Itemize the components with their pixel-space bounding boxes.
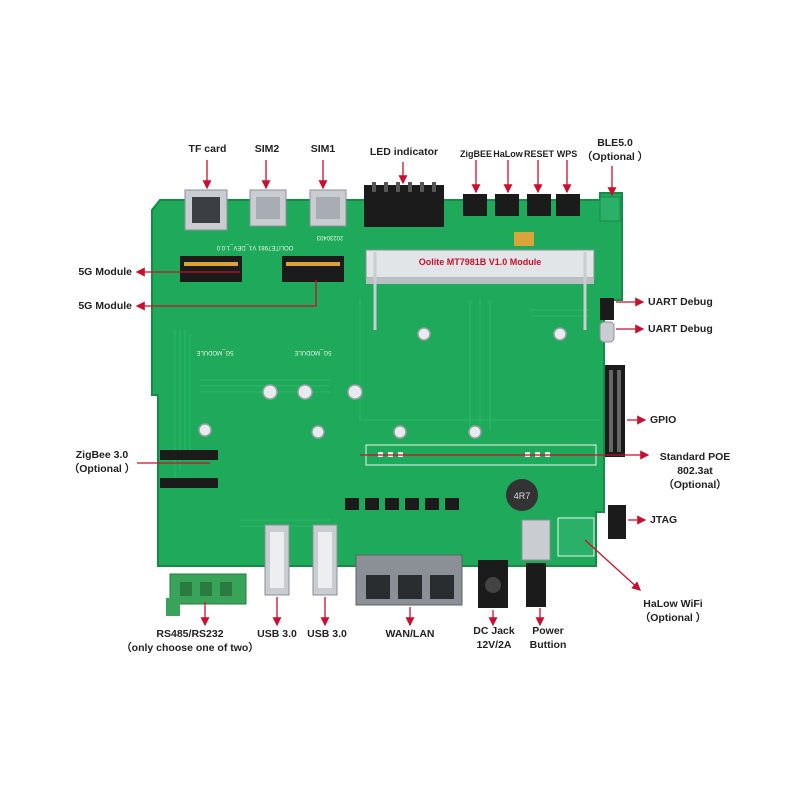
label-zigbee30-line1: ZigBee 3.0	[75, 449, 129, 461]
label-poe-line2: 802.3at	[677, 465, 713, 477]
label-led-indicator: LED indicator	[369, 146, 439, 158]
sim2-slot	[249, 189, 287, 227]
zigbee-header	[160, 450, 218, 488]
label-wps-button: WPS	[556, 149, 578, 159]
label-sim2: SIM2	[254, 143, 280, 155]
tf-card-slot	[184, 189, 228, 231]
label-power-button-line2: Buttion	[529, 639, 567, 651]
label-ble: BLE5.0 （Optional ）	[580, 136, 650, 164]
zigbee-button	[463, 194, 487, 216]
label-poe-line1: Standard POE	[659, 451, 731, 463]
label-dc-jack-line1: DC Jack	[473, 625, 515, 637]
label-power-button-line1: Power	[532, 625, 564, 637]
label-rs485-line2: （only choose one of two）	[121, 642, 259, 654]
jtag-header	[608, 505, 626, 539]
fiveg-slot-right	[282, 256, 344, 282]
slot-right-silk: 5G_MODULE	[294, 349, 331, 355]
label-uart-debug-2: UART Debug	[648, 323, 713, 335]
gpio-header	[605, 365, 625, 457]
board-date-silk: 20230403	[316, 234, 343, 240]
label-5g-module-1: 5G Module	[78, 266, 132, 278]
label-jtag: JTAG	[650, 514, 678, 526]
halow-module	[557, 517, 595, 557]
uart-usb-c	[599, 321, 615, 343]
rs485-terminal-block	[166, 573, 247, 616]
label-ble-line2: （Optional ）	[581, 151, 649, 163]
label-poe-line3: （Optional）	[663, 479, 727, 491]
label-poe: Standard POE 802.3at （Optional）	[650, 450, 740, 492]
label-dc-jack: DC Jack 12V/2A	[466, 624, 522, 652]
label-tf-card: TF card	[188, 143, 227, 155]
halow-button	[495, 194, 519, 216]
usb3-port-1	[264, 524, 290, 596]
module-silk-title: Oolite MT7981B V1.0 Module	[419, 257, 542, 267]
label-uart-debug-1: UART Debug	[648, 296, 713, 308]
label-reset-button: RESET	[523, 149, 554, 159]
mounting-holes	[198, 327, 567, 439]
label-halow-wifi-line2: （Optional ）	[639, 612, 707, 624]
led-indicator-header	[364, 182, 444, 227]
pcb-traces	[174, 300, 600, 527]
slot-left-silk: 5G_MODULE	[196, 349, 233, 355]
label-sim1: SIM1	[310, 143, 336, 155]
label-dc-jack-line2: 12V/2A	[476, 639, 512, 651]
label-zigbee30-line2: （Optional ）	[68, 463, 136, 475]
label-rs485: RS485/RS232 （only choose one of two）	[110, 627, 270, 655]
usb3-port-2	[312, 524, 338, 596]
label-zigbee-button: ZigBEE	[459, 149, 492, 159]
label-gpio: GPIO	[650, 414, 677, 426]
wan-lan-ports	[355, 554, 463, 606]
wps-button	[556, 194, 580, 216]
mt7981b-module-socket: Oolite MT7981B V1.0 Module	[365, 249, 595, 330]
uart-header	[600, 298, 614, 320]
label-5g-module-2: 5G Module	[78, 300, 132, 312]
label-usb3-2: USB 3.0	[307, 628, 347, 640]
label-rs485-line1: RS485/RS232	[156, 628, 224, 640]
label-wan-lan: WAN/LAN	[385, 628, 435, 640]
label-halow-button: HaLow	[493, 149, 523, 159]
label-halow-wifi: HaLow WiFi （Optional ）	[628, 597, 718, 625]
label-power-button: Power Buttion	[520, 624, 576, 652]
label-halow-wifi-line1: HaLow WiFi	[643, 598, 703, 610]
ble-module	[599, 196, 621, 222]
label-ble-line1: BLE5.0	[597, 137, 633, 149]
board-id-silk: OOLITE7981 V1_DEV_1.0.0	[216, 244, 293, 250]
crystal	[514, 232, 534, 246]
power-button	[521, 519, 551, 607]
dc-jack	[478, 560, 508, 608]
pcb-board	[151, 192, 623, 567]
inductor-silk: 4R7	[514, 491, 531, 501]
reset-button	[527, 194, 551, 216]
fiveg-slot-left	[180, 256, 242, 282]
ethernet-magnetics	[345, 498, 459, 510]
callout-arrows	[135, 160, 650, 627]
label-zigbee30: ZigBee 3.0 （Optional ）	[64, 448, 140, 476]
power-inductor: 4R7	[506, 479, 538, 511]
sim1-slot	[309, 189, 347, 227]
label-usb3-1: USB 3.0	[257, 628, 297, 640]
pcb-outline	[151, 192, 623, 567]
